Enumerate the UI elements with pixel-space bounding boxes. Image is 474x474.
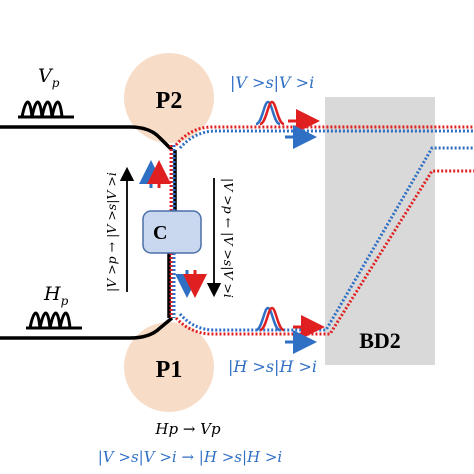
pump-path-bottom [0, 316, 174, 340]
top-signal-beam [174, 125, 474, 146]
state-vv-label: |V >s|V >i [230, 73, 314, 92]
bd2-label: BD2 [359, 328, 401, 353]
vp-wave-icon [18, 100, 74, 119]
p1-label: P1 [156, 357, 183, 383]
pump-conversion-label: Hp → Vp [154, 420, 221, 438]
top-pulse-red-icon [259, 100, 285, 126]
hp-label: Hp [43, 283, 69, 308]
c-label: C [153, 222, 167, 244]
p2-crystal [124, 53, 214, 143]
p2-label: P2 [156, 88, 183, 114]
vp-label: Vp [38, 65, 60, 90]
state-conversion-label: |V >s|V >i → |H >s|H >i [98, 448, 283, 466]
hp-wave-icon [26, 311, 82, 330]
bottom-pulse-blue-icon [255, 306, 281, 332]
right-vertical-label: |V >p ← |V >s|V >i [221, 178, 236, 298]
c-element [142, 210, 202, 254]
p1-crystal [124, 322, 214, 412]
top-idler-beam [178, 129, 474, 150]
bottom-signal-beam [174, 169, 474, 336]
state-hh-label: |H >s|H >i [228, 357, 317, 376]
pump-path-top [0, 125, 174, 152]
bd2-block [325, 97, 435, 365]
bottom-pulse-red-icon [259, 306, 285, 332]
left-vertical-label: |V >p → |V >s|V >i [104, 172, 119, 292]
top-pulse-blue-icon [255, 100, 281, 126]
